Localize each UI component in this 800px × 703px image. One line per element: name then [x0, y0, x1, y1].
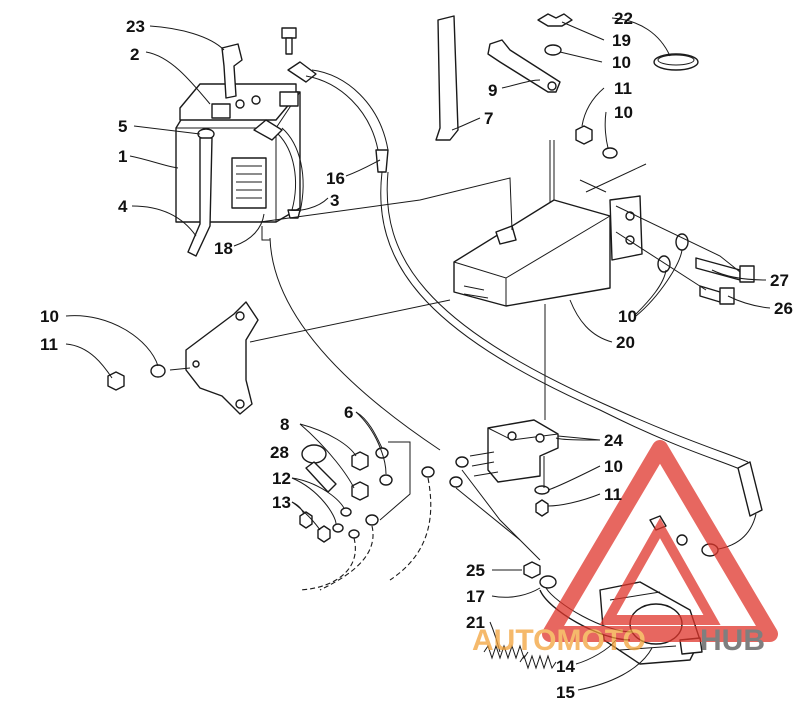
hardware-cluster [299, 447, 393, 543]
washers-26-27 [657, 233, 689, 273]
callout-12: 12 [272, 469, 291, 488]
wiring-harness [299, 456, 541, 591]
nut-washer-lower [534, 485, 550, 517]
callout-10-lower: 10 [604, 457, 623, 476]
terminal-bolt [281, 27, 297, 55]
callout-22: 22 [614, 9, 633, 28]
callout-21: 21 [466, 613, 485, 632]
battery-tray [453, 195, 643, 307]
hold-down-strap [435, 15, 459, 141]
callout-5: 5 [118, 117, 127, 136]
watermark-text-left: AUTOMOTO [472, 624, 646, 657]
callout-10-tray: 10 [618, 307, 637, 326]
callout-2: 2 [130, 45, 139, 64]
callout-1: 1 [118, 147, 127, 166]
callout-28: 28 [270, 443, 289, 462]
callout-8: 8 [280, 415, 289, 434]
callout-4: 4 [118, 197, 128, 216]
watermark-logo: AUTOMOTO HUB [472, 440, 778, 657]
callout-6: 6 [344, 403, 353, 422]
bolt-27 [695, 257, 755, 283]
callout-leaders [65, 17, 771, 691]
callout-14: 14 [556, 657, 575, 676]
callout-10-top: 10 [612, 53, 631, 72]
nut-left [107, 371, 125, 391]
fuse-cap [301, 444, 337, 493]
washer-left [150, 364, 166, 378]
wing-nut [537, 13, 573, 56]
washer-right [602, 147, 618, 159]
callout-3: 3 [330, 191, 339, 210]
callout-labels: 23 2 5 1 4 18 3 16 22 19 10 9 7 11 10 27… [40, 9, 793, 702]
callout-19: 19 [612, 31, 631, 50]
positive-cable [287, 61, 749, 471]
battery [175, 83, 301, 223]
callout-11-lower: 11 [604, 485, 622, 504]
callout-24: 24 [604, 431, 623, 450]
callout-20: 20 [616, 333, 635, 352]
callout-23: 23 [126, 17, 145, 36]
ring-terminal-lower [523, 561, 557, 589]
assembly-lines [169, 163, 741, 521]
callout-26: 26 [774, 299, 793, 318]
spring-pair [483, 644, 557, 670]
negative-cable [253, 119, 441, 451]
watermark-text-right: HUB [700, 624, 765, 657]
mounting-bracket [185, 301, 259, 415]
callout-16: 16 [326, 169, 345, 188]
callout-27: 27 [770, 271, 789, 290]
nut-right [575, 125, 593, 145]
terminal-boot [221, 43, 243, 99]
bolt-26 [699, 285, 735, 305]
callout-17: 17 [466, 587, 485, 606]
callout-25: 25 [466, 561, 485, 580]
callout-13: 13 [272, 493, 291, 512]
solenoid-block [469, 419, 559, 483]
strap-bracket [487, 39, 561, 93]
callout-10-right: 10 [614, 103, 633, 122]
callout-11-left: 11 [40, 335, 58, 354]
callout-15: 15 [556, 683, 575, 702]
callout-18: 18 [214, 239, 233, 258]
callout-11-right: 11 [614, 79, 632, 98]
callout-7: 7 [484, 109, 493, 128]
callout-9: 9 [488, 81, 497, 100]
callout-10-left: 10 [40, 307, 59, 326]
hose-clamp [653, 53, 699, 71]
